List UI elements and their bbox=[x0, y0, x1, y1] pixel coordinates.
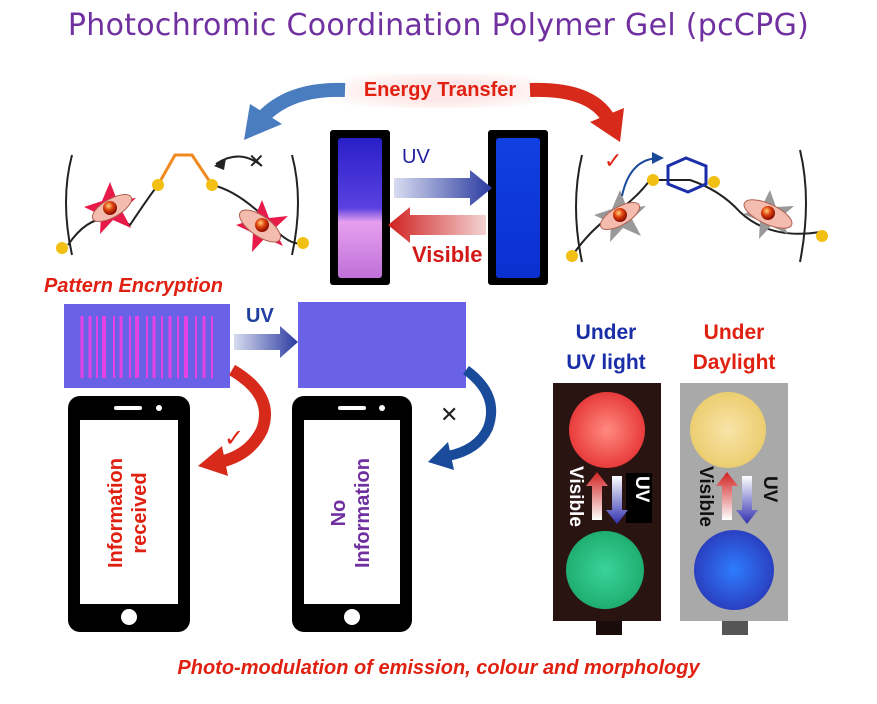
phone-left-text: Information received bbox=[105, 458, 151, 568]
day-panel-title: Under Daylight bbox=[674, 318, 794, 378]
sample-yellow bbox=[690, 392, 766, 468]
pattern-encryption-label: Pattern Encryption bbox=[44, 275, 223, 297]
uv-panel-visible-label: Visible bbox=[565, 466, 586, 527]
day-panel-arrow-up bbox=[716, 472, 738, 520]
sample-red bbox=[569, 392, 645, 468]
uv-panel-title-line2: UV light bbox=[566, 351, 646, 374]
cross-mark-phone: ✕ bbox=[440, 403, 458, 428]
check-mark-right: ✓ bbox=[604, 149, 622, 174]
check-mark-phone: ✓ bbox=[224, 424, 244, 452]
uv-panel-title: Under UV light bbox=[550, 318, 662, 378]
barcode-lines bbox=[80, 316, 213, 378]
encryption-uv-label: UV bbox=[246, 305, 274, 327]
curve-arrow-blue bbox=[446, 365, 497, 461]
encryption-uv-arrow bbox=[234, 326, 298, 358]
uv-panel-uv-label: UV bbox=[631, 476, 652, 503]
curve-arrow-red bbox=[218, 364, 271, 468]
day-panel-title-line2: Daylight bbox=[692, 351, 776, 374]
visible-arrow bbox=[388, 207, 486, 243]
switch-uv-label: UV bbox=[402, 146, 430, 168]
phone-right-text: No Information bbox=[328, 458, 374, 568]
energy-arrow-left-head bbox=[244, 104, 282, 140]
switch-visible-label: Visible bbox=[412, 242, 483, 267]
energy-arrow-left bbox=[256, 82, 346, 123]
day-panel-arrow-down bbox=[736, 476, 758, 524]
page-title: Photochromic Coordination Polymer Gel (p… bbox=[67, 8, 810, 43]
day-panel-title-line1: Under bbox=[703, 321, 765, 344]
uv-arrow bbox=[394, 170, 492, 206]
energy-arrow-right bbox=[529, 82, 614, 122]
day-panel-uv-label: UV bbox=[759, 476, 780, 503]
uv-panel-title-line1: Under bbox=[575, 321, 637, 344]
blank-panel bbox=[298, 302, 466, 388]
day-panel-visible-label: Visible bbox=[695, 466, 716, 527]
polymer-right bbox=[566, 149, 828, 263]
sample-green bbox=[566, 531, 644, 609]
sample-blue bbox=[694, 530, 774, 610]
uv-panel-arrow-down bbox=[606, 476, 628, 524]
polymer-left bbox=[56, 153, 309, 256]
energy-arrow-right-head bbox=[590, 108, 624, 142]
footer-caption: Photo-modulation of emission, colour and… bbox=[177, 657, 700, 679]
uv-panel-arrow-up bbox=[586, 472, 608, 520]
energy-transfer-label: Energy Transfer bbox=[342, 74, 538, 108]
cross-mark-left: ✕ bbox=[248, 149, 265, 173]
